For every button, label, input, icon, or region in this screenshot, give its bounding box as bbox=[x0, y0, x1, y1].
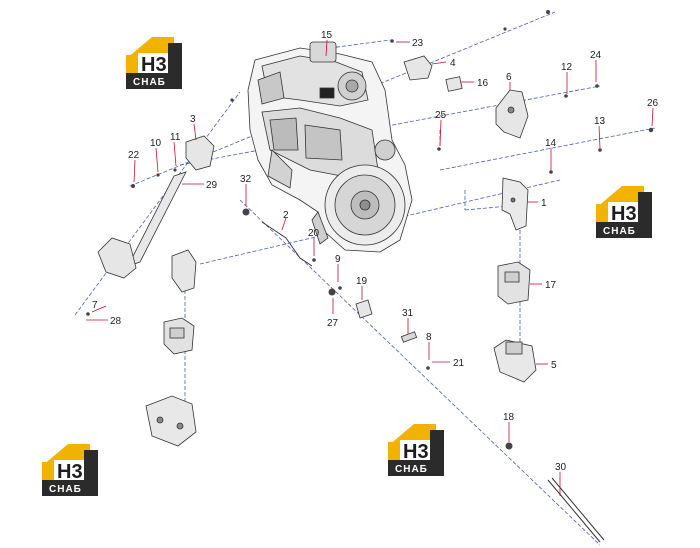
callout-17: 17 bbox=[545, 280, 557, 291]
callout-14: 14 bbox=[545, 138, 557, 149]
logo-brand-text: H3 bbox=[57, 461, 83, 483]
callout-20: 20 bbox=[308, 228, 320, 239]
callout-28: 28 bbox=[110, 316, 122, 327]
mount-part-mid-left bbox=[163, 317, 195, 355]
callout-16: 16 bbox=[477, 78, 489, 89]
pin-part-31 bbox=[400, 331, 418, 343]
callout-1: 1 bbox=[541, 198, 547, 209]
callout-2: 2 bbox=[283, 210, 289, 221]
clip-part-4 bbox=[403, 55, 433, 81]
callout-10: 10 bbox=[150, 138, 162, 149]
callout-3: 3 bbox=[190, 114, 196, 125]
logo-sub-text: СНАБ bbox=[603, 226, 636, 237]
callout-leaders bbox=[86, 39, 654, 496]
callout-22: 22 bbox=[128, 150, 140, 161]
callout-15: 15 bbox=[321, 30, 333, 41]
logo-sub-text: СНАБ bbox=[49, 484, 82, 495]
callout-6: 6 bbox=[506, 72, 512, 83]
mount-part-5 bbox=[493, 339, 537, 383]
logo-brand-text: H3 bbox=[611, 203, 637, 225]
bracket-part-3 bbox=[185, 135, 215, 171]
callout-31: 31 bbox=[402, 308, 414, 319]
brand-logo-right: H3 СНАБ bbox=[596, 186, 652, 238]
callout-5: 5 bbox=[551, 360, 557, 371]
callout-8: 8 bbox=[426, 332, 432, 343]
callout-13: 13 bbox=[594, 116, 606, 127]
callout-12: 12 bbox=[561, 62, 573, 73]
brand-logo-bottom-left: H3 СНАБ bbox=[42, 444, 98, 496]
engine-assembly bbox=[247, 41, 413, 253]
callout-18: 18 bbox=[503, 412, 515, 423]
bracket-part-left bbox=[97, 237, 137, 279]
clip-part-19 bbox=[355, 299, 373, 319]
bracket-part-6 bbox=[495, 89, 529, 139]
callout-7: 7 bbox=[92, 300, 98, 311]
callout-32: 32 bbox=[240, 174, 252, 185]
clip-part-16 bbox=[445, 76, 463, 92]
mount-part-17 bbox=[497, 261, 531, 305]
callout-30: 30 bbox=[555, 462, 567, 473]
callout-19: 19 bbox=[356, 276, 368, 287]
callout-23: 23 bbox=[412, 38, 424, 49]
strut-part-29 bbox=[127, 171, 187, 267]
callout-26: 26 bbox=[647, 98, 659, 109]
callout-21: 21 bbox=[453, 358, 465, 369]
brand-logo-top-left: H3 СНАБ bbox=[126, 37, 182, 89]
logo-sub-text: СНАБ bbox=[395, 464, 428, 475]
logo-brand-text: H3 bbox=[141, 54, 167, 76]
callout-9: 9 bbox=[335, 254, 341, 265]
callout-25: 25 bbox=[435, 110, 447, 121]
brand-logo-bottom-center: H3 СНАБ bbox=[388, 424, 444, 476]
fasteners bbox=[86, 10, 654, 450]
tube-part-30 bbox=[547, 477, 605, 543]
callout-labels: 1 2 3 4 5 6 7 8 9 10 11 12 13 14 15 16 1… bbox=[92, 30, 659, 473]
callout-29: 29 bbox=[206, 180, 218, 191]
logo-brand-text: H3 bbox=[403, 441, 429, 463]
callout-24: 24 bbox=[590, 50, 602, 61]
bracket-part-1 bbox=[501, 177, 529, 231]
callout-11: 11 bbox=[170, 132, 181, 143]
bracket-part-mid-left bbox=[171, 249, 197, 293]
callout-4: 4 bbox=[450, 58, 456, 69]
rod-part-2 bbox=[261, 221, 313, 267]
logo-sub-text: СНАБ bbox=[133, 77, 166, 88]
callout-27: 27 bbox=[327, 318, 339, 329]
mount-part-lower-left bbox=[145, 395, 197, 447]
